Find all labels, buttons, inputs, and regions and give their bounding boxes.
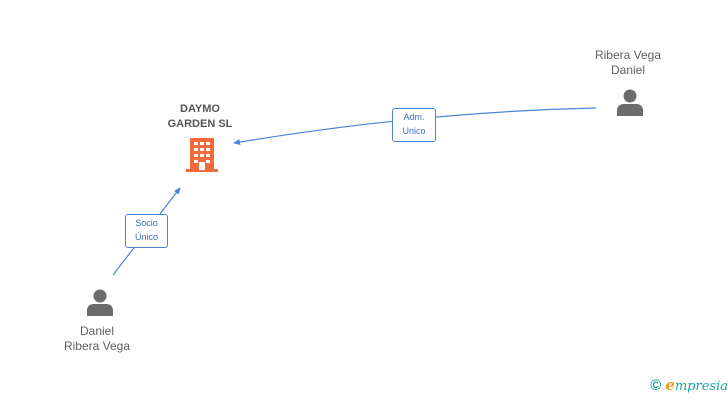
person-icon[interactable]	[616, 88, 644, 116]
edge-label-adm-line1: Adm.	[403, 112, 425, 122]
brand-rest: mpresia	[674, 379, 728, 394]
edge-label-adm-unico[interactable]: Adm. Unico	[392, 108, 436, 142]
person-bottom-line2: Ribera Vega	[63, 339, 131, 353]
person-icon[interactable]	[86, 288, 114, 316]
edge-label-socio-unico[interactable]: Socio Único	[125, 214, 168, 248]
person-top-line1: Ribera Vega	[594, 48, 662, 62]
person-ribera-vega-daniel-label[interactable]: Ribera Vega Daniel	[583, 48, 673, 78]
edge-label-socio-line1: Socio	[135, 218, 158, 228]
company-name[interactable]: DAYMO GARDEN SL	[160, 102, 240, 132]
company-name-line1: DAYMO	[180, 103, 220, 115]
empresia-logo[interactable]: © empresia	[650, 376, 728, 394]
company-name-line2: GARDEN SL	[167, 118, 233, 130]
person-daniel-ribera-vega-label[interactable]: Daniel Ribera Vega	[52, 324, 142, 354]
person-bottom-line1: Daniel	[79, 324, 115, 338]
edge-label-adm-line2: Unico	[402, 126, 426, 136]
brand-wordmark: empresia	[665, 376, 728, 394]
building-icon[interactable]	[186, 138, 218, 172]
brand-first-letter: e	[665, 376, 675, 394]
edge-label-socio-line2: Único	[134, 232, 158, 242]
person-top-line2: Daniel	[610, 63, 646, 77]
copyright-symbol: ©	[650, 376, 662, 394]
